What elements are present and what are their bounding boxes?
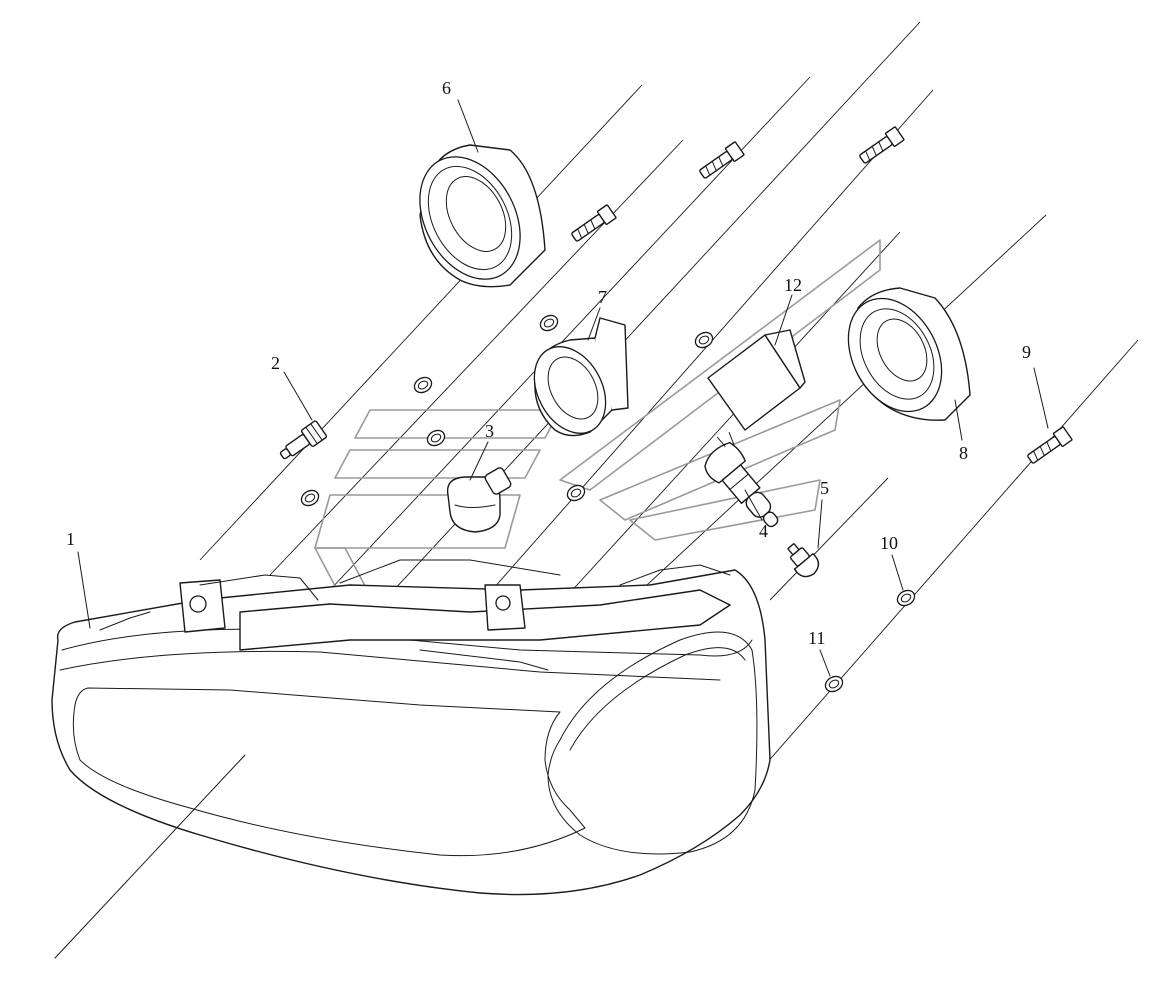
callout-3: 3 xyxy=(485,421,494,441)
callout-1: 1 xyxy=(66,529,75,549)
connector-block xyxy=(707,329,806,431)
adjusting-bolt-1 xyxy=(571,204,617,242)
headlamp-housing xyxy=(51,559,771,896)
washers xyxy=(300,314,916,693)
callout-8: 8 xyxy=(959,443,968,463)
callout-labels: 1 2 3 4 5 6 7 8 9 10 11 12 xyxy=(66,78,1031,648)
dust-cover-small xyxy=(847,287,971,421)
callout-7: 7 xyxy=(598,287,607,307)
callout-5: 5 xyxy=(820,478,829,498)
bulb-retainer-cap xyxy=(533,317,629,437)
callout-6: 6 xyxy=(442,78,451,98)
small-bulb-socket xyxy=(279,420,328,460)
adjusting-bolt-3 xyxy=(859,126,905,164)
marker-bulb xyxy=(446,467,512,533)
adjusting-bolt-4 xyxy=(1027,426,1073,464)
callout-2: 2 xyxy=(271,353,280,373)
callout-12: 12 xyxy=(784,275,802,295)
leader-lines xyxy=(54,99,1049,959)
main-halogen-bulb xyxy=(704,432,779,528)
callout-10: 10 xyxy=(880,533,898,553)
callout-9: 9 xyxy=(1022,342,1031,362)
callout-11: 11 xyxy=(808,628,825,648)
adjusting-bolt-2 xyxy=(699,141,745,179)
callout-4: 4 xyxy=(759,521,768,541)
dust-cover-large xyxy=(419,144,546,288)
wedge-bulb xyxy=(787,543,820,578)
